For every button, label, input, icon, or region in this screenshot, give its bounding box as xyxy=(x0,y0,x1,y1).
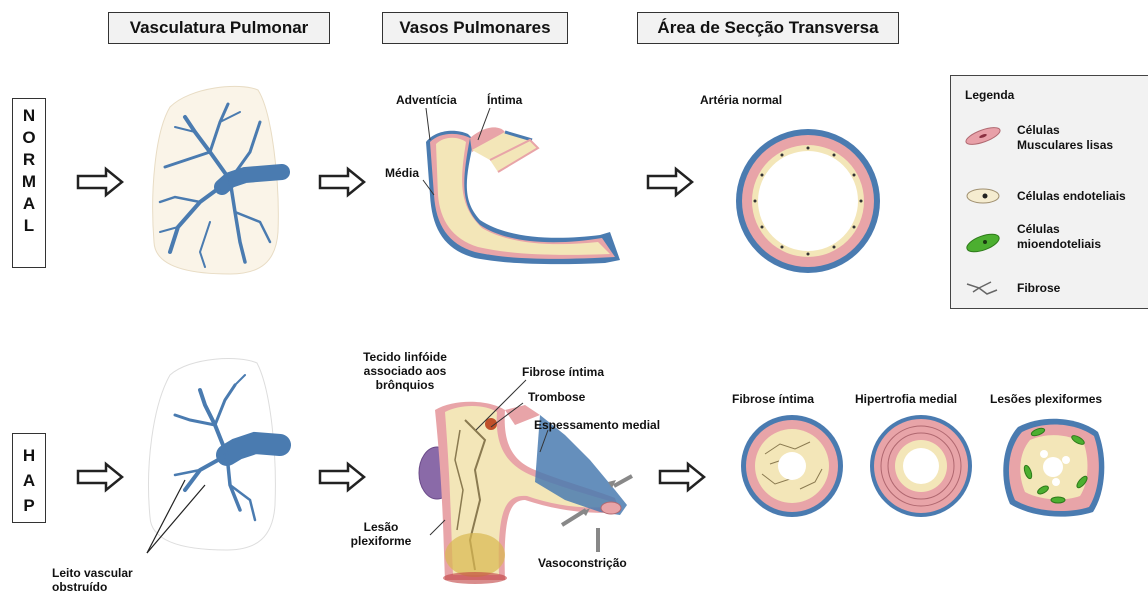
label-vasoconstricao: Vasoconstrição xyxy=(538,556,627,570)
label-cs-fibrose-intima: Fibrose íntima xyxy=(732,392,814,406)
label-tecido-linfoide: Tecido linfóide associado aos brônquios xyxy=(360,350,450,392)
label-cs-lesoes-plexiformes: Lesões plexiformes xyxy=(990,392,1102,406)
label-fibrose-intima: Fibrose íntima xyxy=(522,365,604,379)
label-lesao-plexiforme: Lesão plexiforme xyxy=(346,520,416,548)
label-trombose: Trombose xyxy=(528,390,585,404)
label-cs-hipertrofia-medial: Hipertrofia medial xyxy=(855,392,957,406)
cross-section-intimal-fibrosis xyxy=(740,414,844,518)
cross-section-plexiform-lesions xyxy=(998,412,1108,520)
cross-section-medial-hypertrophy xyxy=(869,414,973,518)
label-espessamento-medial: Espessamento medial xyxy=(534,418,660,432)
